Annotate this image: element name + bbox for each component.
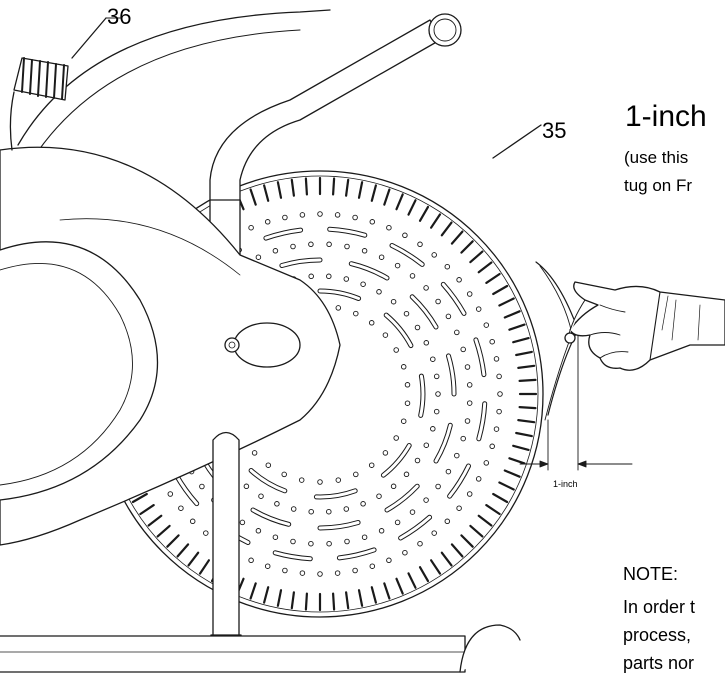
note-line-2: process, xyxy=(623,625,692,645)
instruction-line-1: (use this xyxy=(624,148,689,167)
dimension-label: 1-inch xyxy=(553,479,578,489)
frame-body xyxy=(0,146,341,546)
callout-35-leader xyxy=(492,124,542,159)
frame-arc xyxy=(17,9,331,146)
top-handle-tube xyxy=(209,13,462,256)
callout-label-36: 36 xyxy=(107,4,132,29)
callout-36-leader xyxy=(71,17,107,59)
base-rail xyxy=(0,624,521,673)
dimension-1-inch xyxy=(519,335,633,471)
instruction-title: 1-inch xyxy=(625,100,707,133)
note-line-3: parts nor xyxy=(623,653,695,673)
callout-label-35: 35 xyxy=(542,118,567,143)
note-heading: NOTE: xyxy=(623,564,679,584)
bottom-handle-tube xyxy=(210,431,242,672)
tension-knob-36 xyxy=(9,57,69,151)
gloved-hand-icon xyxy=(564,281,725,371)
instruction-line-2: tug on Fr xyxy=(624,176,693,195)
note-line-1: In order t xyxy=(623,597,696,617)
frame-arc-inner xyxy=(31,29,301,161)
